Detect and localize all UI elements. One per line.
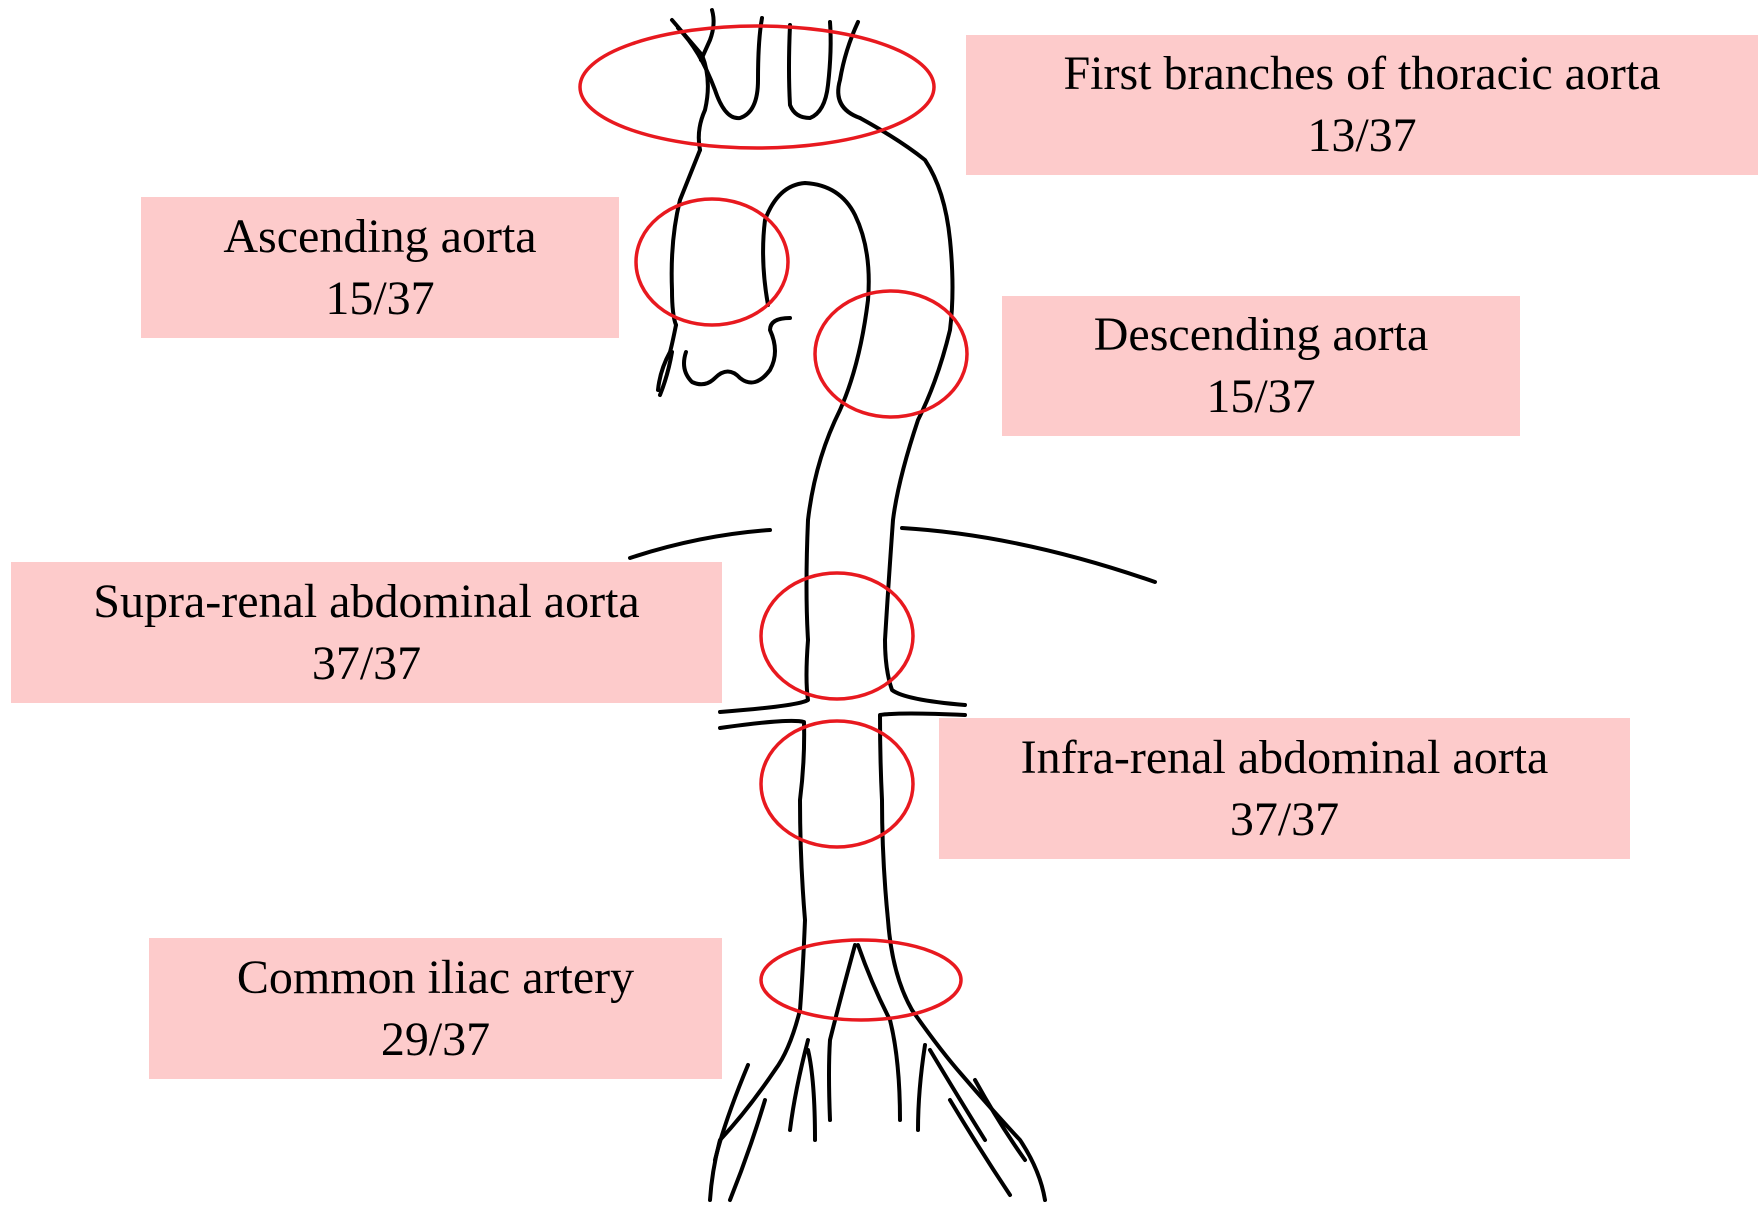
iliac-inner-right xyxy=(858,945,900,1120)
label-descending-aorta-count: 15/37 xyxy=(1206,366,1315,428)
label-descending-aorta: Descending aorta 15/37 xyxy=(1002,296,1520,436)
label-ascending-aorta-name: Ascending aorta xyxy=(223,206,536,268)
diaphragm-left xyxy=(630,530,770,558)
iliac-branch-left xyxy=(790,1040,815,1140)
aortic-arch-outer xyxy=(672,150,700,325)
aortic-root xyxy=(658,318,790,390)
label-infrarenal-aorta-count: 37/37 xyxy=(1230,789,1339,851)
iliac-right-outer xyxy=(912,1010,1045,1200)
iliac-lower-left xyxy=(715,1065,765,1200)
label-suprarenal-aorta: Supra-renal abdominal aorta 37/37 xyxy=(11,562,722,703)
iliac-inner-left xyxy=(829,945,855,1120)
label-suprarenal-aorta-name: Supra-renal abdominal aorta xyxy=(93,571,639,633)
iliac-lower-right xyxy=(950,1080,1025,1195)
label-first-branches-count: 13/37 xyxy=(1307,105,1416,167)
label-common-iliac-count: 29/37 xyxy=(381,1009,490,1071)
branch-inner-mid xyxy=(789,22,831,118)
label-suprarenal-aorta-count: 37/37 xyxy=(312,633,421,695)
label-common-iliac: Common iliac artery 29/37 xyxy=(149,938,722,1079)
diaphragm-right xyxy=(902,528,1155,582)
label-ascending-aorta: Ascending aorta 15/37 xyxy=(141,197,619,338)
iliac-left-outer xyxy=(710,1010,800,1200)
label-first-branches: First branches of thoracic aorta 13/37 xyxy=(966,35,1758,175)
branch-fork-left xyxy=(701,10,714,60)
label-ascending-aorta-count: 15/37 xyxy=(325,268,434,330)
branch-inner-left xyxy=(678,18,762,118)
ring-infrarenal-aorta xyxy=(761,721,913,847)
ring-suprarenal-aorta xyxy=(761,573,913,699)
aortic-arch-outer-right xyxy=(860,118,953,640)
label-first-branches-name: First branches of thoracic aorta xyxy=(1063,43,1660,105)
label-infrarenal-aorta-name: Infra-renal abdominal aorta xyxy=(1021,727,1549,789)
label-descending-aorta-name: Descending aorta xyxy=(1094,304,1429,366)
aorta-wall-left-renal xyxy=(720,721,805,1010)
label-infrarenal-aorta: Infra-renal abdominal aorta 37/37 xyxy=(939,718,1630,859)
label-common-iliac-name: Common iliac artery xyxy=(237,947,634,1009)
highlight-rings xyxy=(580,26,967,1020)
aortic-arch-inner xyxy=(763,183,869,640)
